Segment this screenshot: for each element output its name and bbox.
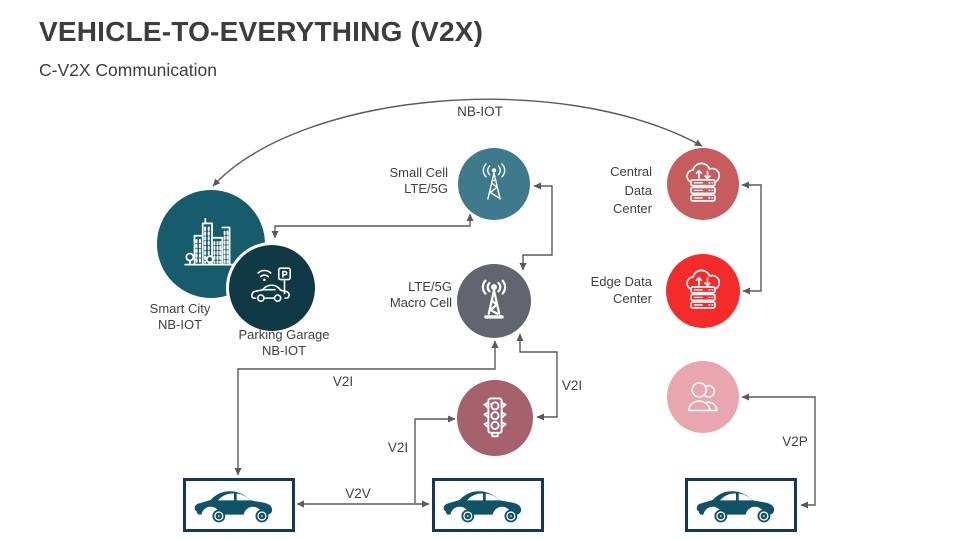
label-parking-garage: Parking Garage NB-IOT bbox=[238, 327, 330, 358]
vehicle-middle bbox=[432, 478, 544, 532]
label-edge-data-center: Edge Data Center bbox=[590, 274, 652, 306]
node-pedestrians bbox=[667, 361, 739, 433]
traffic-light-icon bbox=[483, 397, 507, 438]
car-icon bbox=[696, 491, 775, 523]
cloud-server-icon bbox=[686, 162, 721, 202]
node-small-cell bbox=[458, 148, 530, 220]
page-title: VEHICLE-TO-EVERYTHING (V2X) bbox=[39, 16, 484, 47]
link-vehicle-macrocell-v2i bbox=[234, 340, 499, 476]
link-label-v2i-vehicle-traffic: V2I bbox=[387, 440, 409, 455]
link-label-v2i-macro-traffic: V2I bbox=[561, 378, 583, 393]
node-traffic-light bbox=[457, 380, 533, 456]
label-smart-city: Smart City NB-IOT bbox=[149, 301, 211, 332]
link-label-v2p: V2P bbox=[782, 434, 808, 449]
connected-car-parking-icon bbox=[251, 267, 291, 303]
vehicle-right bbox=[685, 478, 797, 532]
cloud-server-icon bbox=[686, 269, 721, 309]
label-small-cell: Small Cell LTE/5G bbox=[389, 165, 448, 196]
node-parking-garage bbox=[229, 245, 315, 331]
vehicle-left bbox=[183, 478, 295, 532]
link-central-edge bbox=[741, 181, 762, 295]
antenna-tower-icon bbox=[482, 163, 506, 200]
label-central-data-center: Central Data Center bbox=[610, 164, 652, 216]
car-icon bbox=[194, 491, 273, 523]
node-edge-data-center bbox=[666, 254, 740, 328]
node-central-data-center bbox=[667, 148, 739, 220]
link-label-v2v: V2V bbox=[345, 486, 371, 501]
node-macro-cell bbox=[457, 264, 531, 338]
car-icon bbox=[443, 491, 522, 523]
people-icon bbox=[688, 382, 718, 412]
city-buildings-icon bbox=[184, 217, 238, 266]
page-subtitle: C-V2X Communication bbox=[39, 60, 217, 80]
link-parking-smallcell bbox=[271, 213, 474, 239]
antenna-tower-icon bbox=[481, 279, 507, 319]
label-macro-cell: LTE/5G Macro Cell bbox=[389, 279, 452, 310]
node-smart-city bbox=[157, 190, 265, 298]
link-label-nb-iot: NB-IOT bbox=[457, 104, 503, 119]
link-label-v2i-vehicle-macro: V2I bbox=[332, 374, 354, 389]
